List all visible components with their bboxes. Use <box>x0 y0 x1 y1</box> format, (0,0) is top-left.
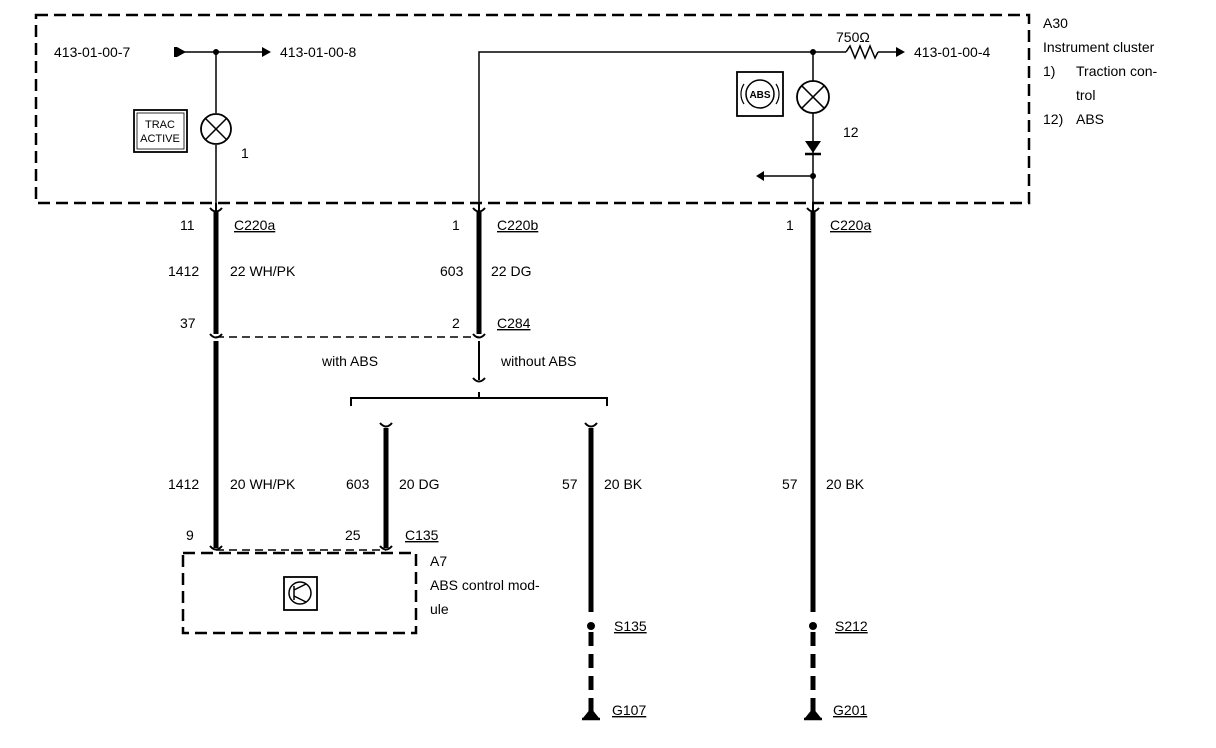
cluster-name: Instrument cluster <box>1043 39 1155 55</box>
ref-413-01-00-8: 413-01-00-8 <box>280 44 356 60</box>
wire-57-right-circuit: 57 <box>782 476 798 492</box>
wire-1412-upper-spec: 22 WH/PK <box>230 263 296 279</box>
lamp1-number: 1 <box>241 145 249 161</box>
wire-1412-upper-circuit: 1412 <box>168 263 199 279</box>
transistor-icon <box>288 581 312 605</box>
c135-pin-right: 25 <box>345 527 361 543</box>
abs-control-module-boundary <box>181 551 418 635</box>
c220a-right-name: C220a <box>830 217 871 233</box>
wire-603-lower-circuit: 603 <box>346 476 370 492</box>
cluster-ref: A30 <box>1043 15 1068 31</box>
ground-symbol <box>583 708 599 718</box>
c284-pin-right: 2 <box>452 315 460 331</box>
ref-413-01-00-7: 413-01-00-7 <box>54 44 130 60</box>
wire-57-right-spec: 20 BK <box>826 476 865 492</box>
c284-name: C284 <box>497 315 531 331</box>
splice-s212-label: S212 <box>835 618 868 634</box>
module-name: ABS control mod- <box>430 577 540 593</box>
wire-603-upper-circuit: 603 <box>440 263 464 279</box>
c135-pin-left: 9 <box>186 527 194 543</box>
legend-1-num: 1) <box>1043 63 1055 79</box>
trac-active-line2: ACTIVE <box>140 133 180 145</box>
connector-symbol <box>209 545 393 551</box>
splice-s135 <box>587 622 595 630</box>
c220a-left-pin: 11 <box>180 217 195 233</box>
variant-bracket <box>350 397 608 406</box>
ground-g201-label: G201 <box>833 702 867 718</box>
wire-603-upper-spec: 22 DG <box>491 263 531 279</box>
ref-arrow-right <box>896 47 905 57</box>
ground-symbol <box>805 708 821 718</box>
lamp-bulb-cross-b <box>801 85 825 109</box>
wire-1412-lower-circuit: 1412 <box>168 476 199 492</box>
splice-s212 <box>809 622 817 630</box>
c220b-internal-wire <box>478 51 846 203</box>
c220a-left-name: C220a <box>234 217 275 233</box>
connector-symbol <box>584 422 598 428</box>
trac-active-inner <box>136 112 185 150</box>
ref-arrow-in <box>177 47 186 57</box>
legend-1-text-cont: trol <box>1076 87 1095 103</box>
c284-pin-left: 37 <box>180 315 196 331</box>
legend-1-text: Traction con- <box>1076 63 1158 79</box>
trac-active-line1: TRAC <box>145 119 175 131</box>
connector-symbol <box>472 203 486 213</box>
c135-name: C135 <box>405 527 439 543</box>
module-ref: A7 <box>430 553 447 569</box>
abs-icon <box>745 79 775 109</box>
legend-12-text: ABS <box>1076 111 1104 127</box>
module-name-cont: ule <box>430 601 449 617</box>
resistor-symbol <box>845 44 879 60</box>
c220b-name: C220b <box>497 217 538 233</box>
tap-arrow <box>756 171 764 181</box>
with-abs-label: with ABS <box>321 353 378 369</box>
ref-arrow-out <box>262 47 271 57</box>
lamp-bulb-cross-b <box>204 117 228 141</box>
wire-1412-lower-spec: 20 WH/PK <box>230 476 296 492</box>
lamp12-number: 12 <box>843 124 859 140</box>
connector-symbol <box>472 377 486 383</box>
connector-symbol <box>806 203 820 213</box>
ref-413-01-00-4: 413-01-00-4 <box>914 44 990 60</box>
trac-active-indicator <box>133 109 188 153</box>
abs-icon-text: ABS <box>749 90 770 101</box>
wire-57-left-circuit: 57 <box>562 476 578 492</box>
transistor-icon-lead-b <box>293 595 307 603</box>
resistor-value: 750Ω <box>836 29 870 45</box>
wire-603-lower-spec: 20 DG <box>399 476 439 492</box>
instrument-cluster-boundary <box>34 13 1031 205</box>
diode-icon <box>805 141 821 153</box>
c220b-pin: 1 <box>452 217 460 233</box>
connector-symbol <box>379 422 393 428</box>
abs-icon-arc-left <box>740 83 745 105</box>
splice-s135-label: S135 <box>614 618 647 634</box>
abs-icon-arc-right <box>775 83 780 105</box>
ref-in-marker <box>174 47 177 57</box>
ground-g107-label: G107 <box>612 702 646 718</box>
without-abs-label: without ABS <box>500 353 577 369</box>
connector-symbol <box>209 333 486 339</box>
connector-symbol <box>209 203 223 213</box>
legend-12-num: 12) <box>1043 111 1063 127</box>
wire-57-left-spec: 20 BK <box>604 476 643 492</box>
c220a-right-pin: 1 <box>786 217 794 233</box>
transistor-icon-lead-a <box>293 583 307 591</box>
